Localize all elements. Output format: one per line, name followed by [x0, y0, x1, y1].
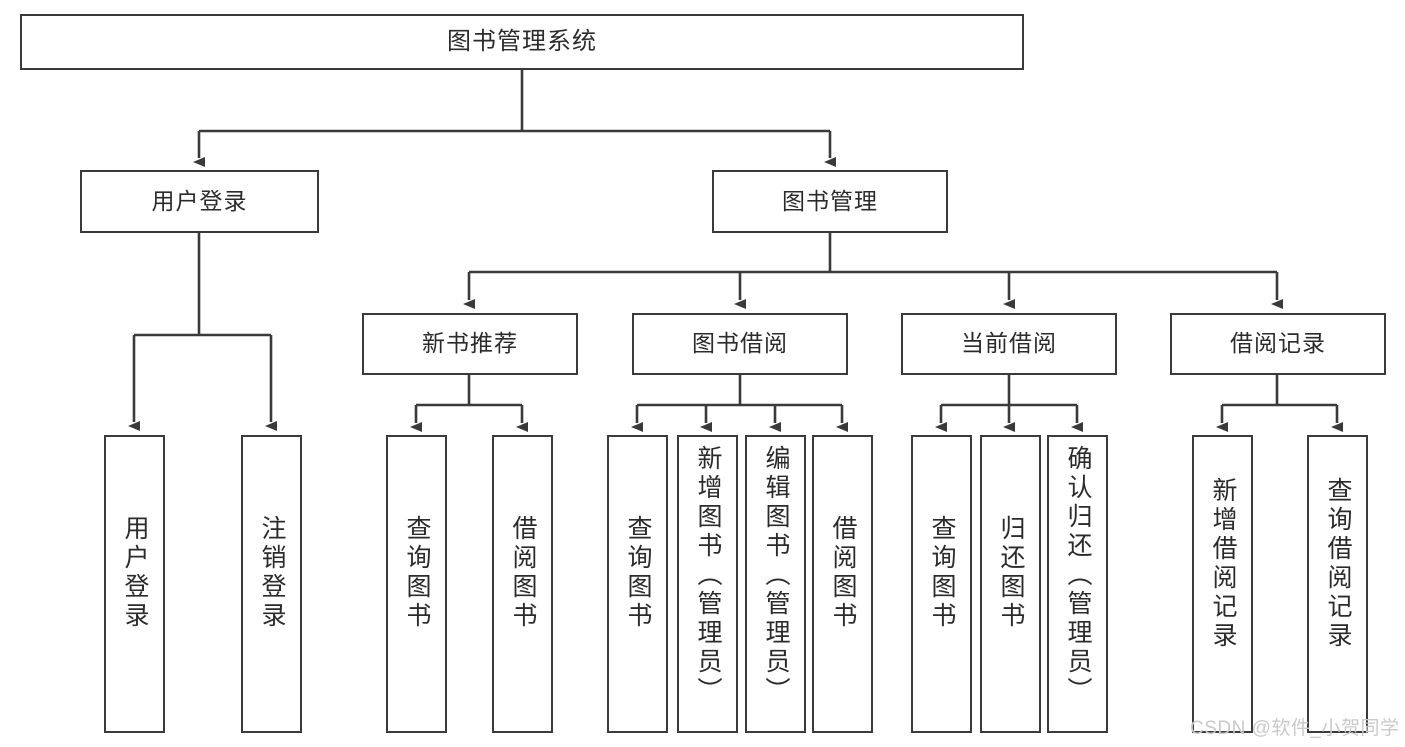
node-book-borrow-label: 图书借阅 [692, 330, 788, 357]
node-leaf-query-book-2[interactable]: 查询图书 [607, 435, 668, 733]
csdn-watermark: CSDN @软件_小贺同学 [1190, 713, 1399, 740]
node-root[interactable]: 图书管理系统 [20, 14, 1024, 70]
node-leaf-borrow-book-1[interactable]: 借阅图书 [492, 435, 553, 733]
node-leaf-borrow-book-1-label: 借阅图书 [509, 515, 537, 631]
node-new-book-recommend[interactable]: 新书推荐 [362, 313, 578, 375]
node-leaf-confirm-return-label: 确认归还（管理员） [1064, 445, 1092, 706]
node-new-book-recommend-label: 新书推荐 [422, 330, 518, 357]
node-leaf-add-book[interactable]: 新增图书（管理员） [677, 435, 738, 733]
node-current-borrow[interactable]: 当前借阅 [901, 313, 1117, 375]
node-leaf-borrow-book-2-label: 借阅图书 [829, 515, 857, 631]
node-leaf-user-login[interactable]: 用户登录 [104, 435, 165, 733]
node-leaf-logout-login[interactable]: 注销登录 [241, 435, 302, 733]
node-book-management[interactable]: 图书管理 [712, 170, 948, 233]
node-leaf-return-book[interactable]: 归还图书 [980, 435, 1041, 733]
node-leaf-confirm-return[interactable]: 确认归还（管理员） [1047, 435, 1108, 733]
node-leaf-query-record[interactable]: 查询借阅记录 [1307, 435, 1368, 733]
node-leaf-query-book-3[interactable]: 查询图书 [911, 435, 972, 733]
node-book-borrow[interactable]: 图书借阅 [632, 313, 848, 375]
node-leaf-borrow-book-2[interactable]: 借阅图书 [812, 435, 873, 733]
node-leaf-query-book-1-label: 查询图书 [403, 515, 431, 631]
node-root-label: 图书管理系统 [447, 27, 597, 55]
node-user-login-label: 用户登录 [151, 187, 248, 214]
node-leaf-user-login-label: 用户登录 [121, 515, 149, 631]
node-leaf-edit-book-label: 编辑图书（管理员） [762, 445, 790, 706]
node-borrow-record-label: 借阅记录 [1230, 330, 1326, 357]
node-leaf-query-book-2-label: 查询图书 [624, 515, 652, 631]
node-leaf-return-book-label: 归还图书 [997, 515, 1025, 631]
node-current-borrow-label: 当前借阅 [961, 330, 1057, 357]
node-borrow-record[interactable]: 借阅记录 [1170, 313, 1386, 375]
node-leaf-add-record[interactable]: 新增借阅记录 [1192, 435, 1253, 733]
node-user-login[interactable]: 用户登录 [80, 170, 319, 233]
node-leaf-logout-login-label: 注销登录 [258, 515, 286, 631]
node-leaf-query-record-label: 查询借阅记录 [1324, 477, 1352, 651]
node-leaf-add-book-label: 新增图书（管理员） [694, 445, 722, 706]
csdn-watermark-text: CSDN @软件_小贺同学 [1190, 718, 1400, 739]
node-book-management-label: 图书管理 [782, 187, 878, 214]
node-leaf-query-book-1[interactable]: 查询图书 [386, 435, 447, 733]
node-leaf-query-book-3-label: 查询图书 [928, 515, 956, 631]
node-leaf-add-record-label: 新增借阅记录 [1209, 477, 1237, 651]
node-leaf-edit-book[interactable]: 编辑图书（管理员） [745, 435, 806, 733]
